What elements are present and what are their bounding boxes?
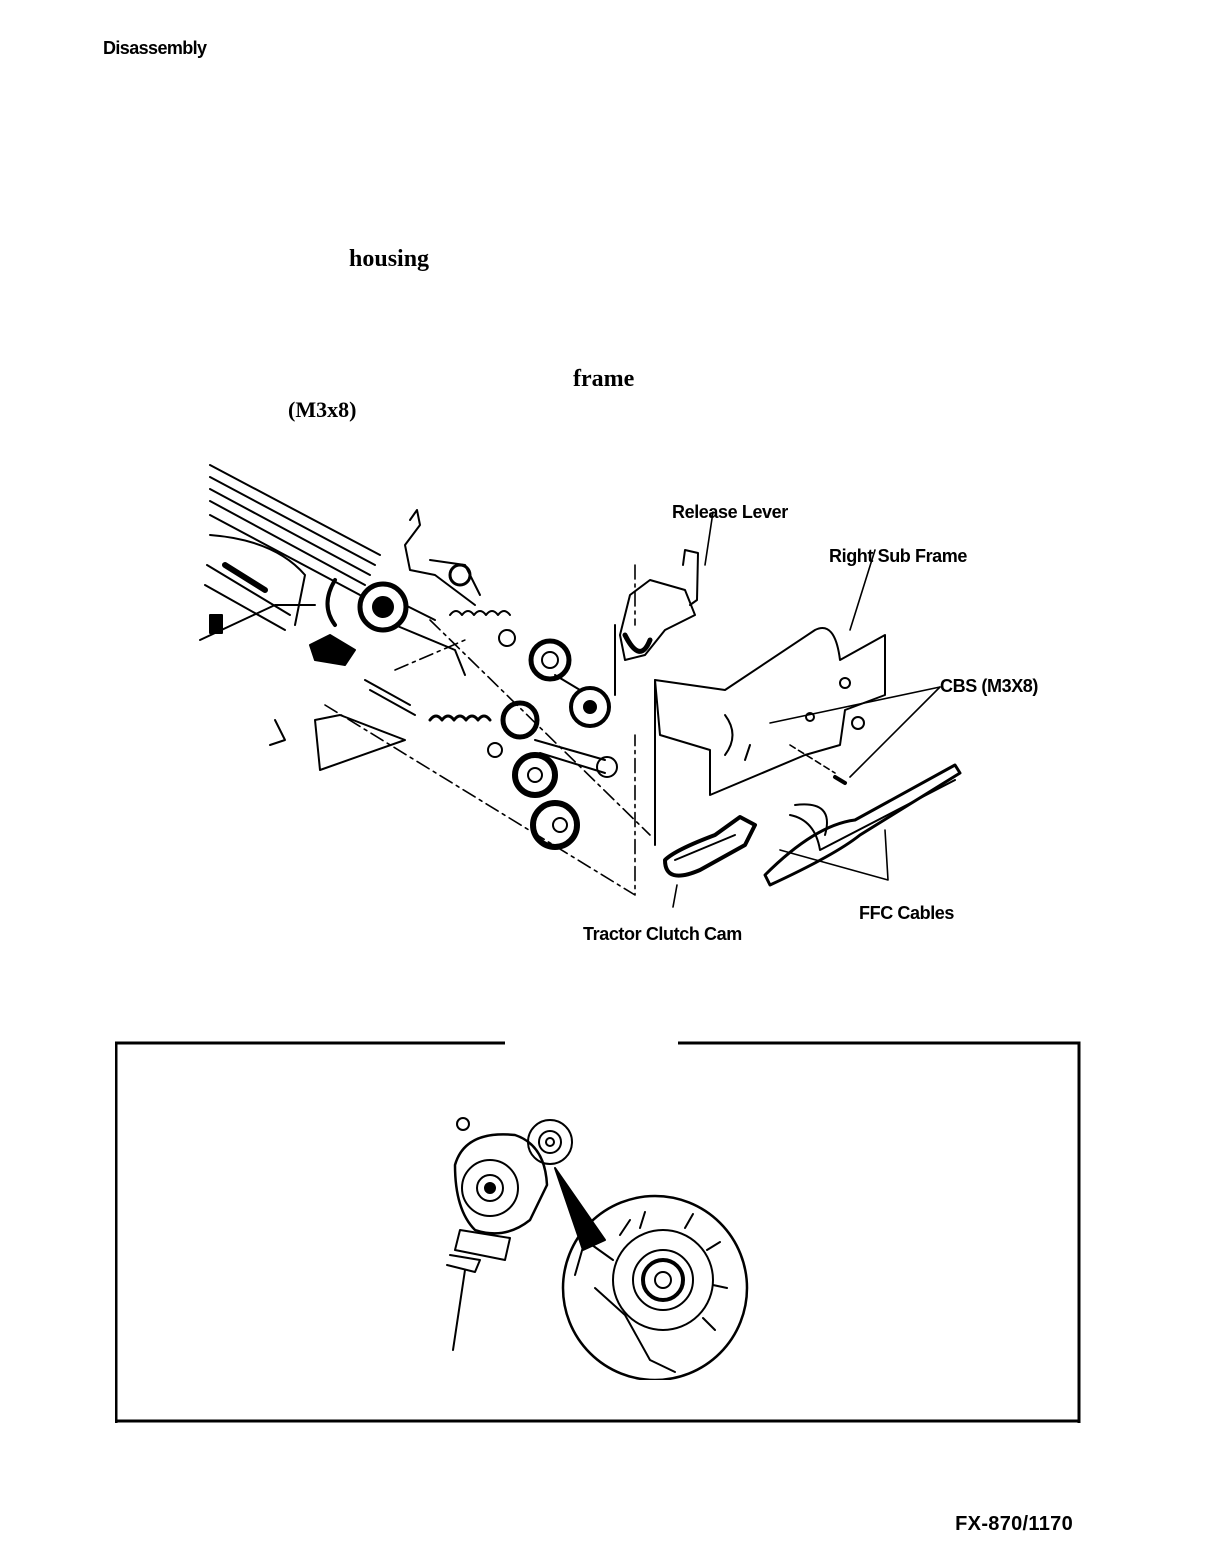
label-ffc-cables: FFC Cables [859, 903, 954, 924]
small-gear [528, 1120, 572, 1164]
text-housing: housing [349, 246, 429, 273]
label-release-lever: Release Lever [672, 502, 788, 523]
zoom-indicator [555, 1168, 605, 1250]
exploded-view-illustration [195, 455, 1195, 965]
upper-shaft-parts [328, 510, 610, 726]
section-header: Disassembly [103, 38, 206, 59]
center-linkage [270, 625, 465, 770]
text-screw-spec: (M3x8) [288, 397, 356, 423]
lever-assembly [447, 1118, 547, 1350]
tractor-clutch-cam-part [665, 817, 755, 907]
magnified-gear [563, 1196, 747, 1380]
ffc-cables-part [765, 765, 960, 885]
gear-alignment-detail-illustration [435, 1110, 755, 1380]
right-sub-frame-part [655, 550, 885, 845]
text-frame: frame [573, 366, 634, 393]
cbs-screw-part [770, 687, 940, 783]
label-right-sub-frame: Right Sub Frame [829, 546, 967, 567]
chassis-rails [200, 465, 380, 640]
footer-model-number: FX-870/1170 [955, 1513, 1073, 1536]
label-tractor-clutch-cam: Tractor Clutch Cam [583, 924, 742, 945]
release-lever-part [615, 512, 713, 695]
label-cbs-screw: CBS (M3X8) [940, 676, 1038, 697]
